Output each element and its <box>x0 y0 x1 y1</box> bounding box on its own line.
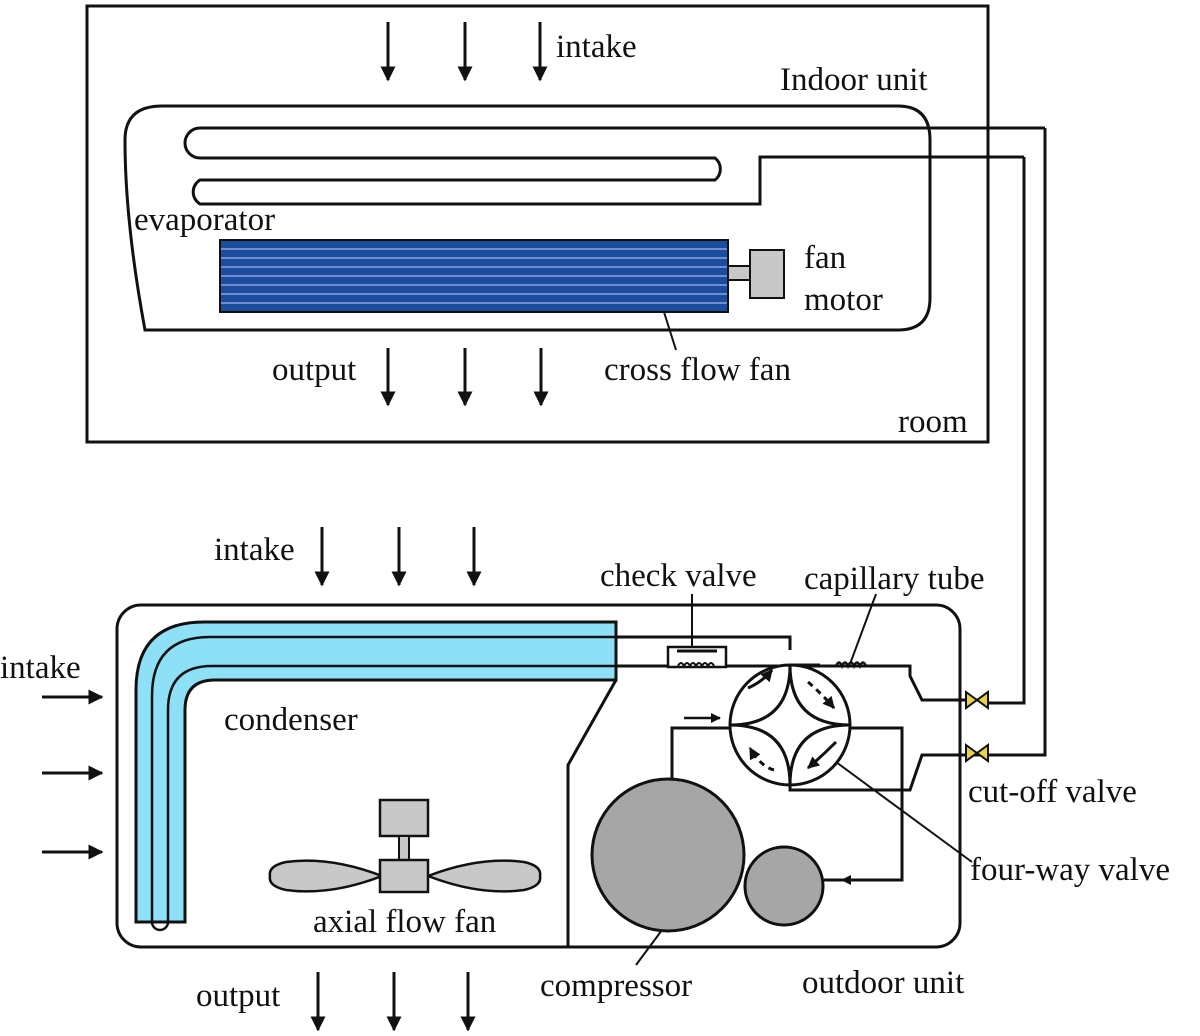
compressor-label: compressor <box>540 968 692 1004</box>
capillary-tube-leader <box>849 593 877 665</box>
indoor-intake-arrows <box>380 22 548 82</box>
side-intake-arrows <box>42 689 104 860</box>
four-way-valve-leader <box>835 761 973 863</box>
four-way-valve <box>728 663 852 790</box>
compressor <box>590 777 825 933</box>
indoor-output-arrows <box>380 348 549 407</box>
axial-flow-fan-label: axial flow fan <box>313 904 496 940</box>
indoor-unit-label: Indoor unit <box>780 62 928 98</box>
evaporator-label: evaporator <box>134 202 275 238</box>
flow-arrows <box>684 713 876 885</box>
outdoor-unit-label: outdoor unit <box>802 965 964 1001</box>
room-label: room <box>898 404 968 440</box>
cross-flow-fan <box>219 239 729 313</box>
indoor-intake-label: intake <box>556 29 637 65</box>
fan-motor-label-line1: fan <box>804 240 846 276</box>
compressor-leader <box>635 929 663 966</box>
evaporator-coil <box>183 126 1045 206</box>
outdoor-output-arrows <box>310 972 476 1032</box>
four-way-valve-label: four-way valve <box>970 852 1170 888</box>
fan-motor <box>727 249 785 299</box>
capillary-tube-label: capillary tube <box>804 561 985 597</box>
cut-off-valve-label: cut-off valve <box>968 774 1137 810</box>
outdoor-top-intake-arrows <box>314 527 482 587</box>
room-boundary <box>85 4 990 444</box>
fan-motor-label-line2: motor <box>804 282 883 318</box>
condenser-tube <box>150 635 616 932</box>
cross-flow-fan-label: cross flow fan <box>604 352 791 388</box>
side-intake-label: intake <box>0 650 81 686</box>
refrigerant-lines <box>988 128 1047 757</box>
indoor-output-label: output <box>272 352 356 388</box>
check-valve <box>666 645 728 669</box>
check-valve-label: check valve <box>600 558 757 594</box>
outdoor-unit-casing <box>115 603 962 949</box>
cross-flow-fan-leader <box>663 311 677 351</box>
cut-off-valve-lower <box>965 743 989 763</box>
condenser <box>134 620 618 924</box>
outdoor-top-intake-label: intake <box>214 532 295 568</box>
cut-off-valve-upper <box>965 690 989 710</box>
condenser-label: condenser <box>224 702 358 738</box>
outdoor-output-label: output <box>196 978 280 1014</box>
axial-flow-fan <box>268 798 542 894</box>
